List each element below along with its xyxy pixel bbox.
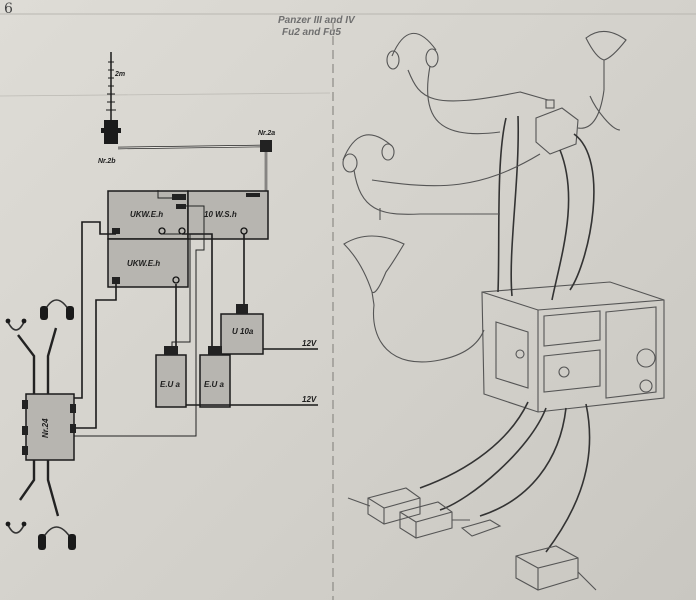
headphones-lower-icon bbox=[38, 526, 76, 550]
headphones-sketch-2-icon bbox=[342, 134, 395, 173]
throat-mic-lower-icon bbox=[7, 524, 25, 534]
transmitter-box bbox=[187, 190, 269, 240]
junction-box-sockets bbox=[22, 400, 76, 455]
plug-sketch bbox=[460, 519, 502, 537]
header-line-2: Fu2 and Fu5 bbox=[282, 27, 341, 38]
receiver-top-label: UKW.E.h bbox=[130, 210, 163, 219]
page-number: 6 bbox=[4, 1, 13, 17]
junction-box bbox=[25, 393, 75, 461]
radio-rack-sketch bbox=[481, 281, 665, 413]
converter-label: U 10a bbox=[232, 327, 254, 336]
receiver-bottom-label: UKW.E.h bbox=[127, 259, 160, 268]
power-unit-1-label: E.U a bbox=[160, 380, 181, 389]
headset-cords bbox=[17, 327, 60, 517]
throat-mic-sketch-2-icon bbox=[343, 235, 405, 306]
headphones-upper-icon bbox=[40, 299, 74, 320]
antenna-connector bbox=[260, 140, 272, 152]
junction-box-sketch bbox=[535, 99, 579, 155]
transmitter-label: 10 W.S.h bbox=[204, 210, 237, 219]
headphones-sketch-icon bbox=[386, 32, 439, 70]
thin-cords-sketch bbox=[353, 65, 621, 363]
lead-wires-sketch bbox=[347, 497, 597, 591]
receiver-bottom-box bbox=[107, 238, 189, 288]
junction-box-label: Nr.24 bbox=[41, 418, 50, 438]
power-unit-2-label: E.U a bbox=[204, 380, 225, 389]
antenna-connector-label: Nr.2a bbox=[258, 130, 275, 137]
header-line-1: Panzer III and IV bbox=[278, 15, 356, 26]
antenna-height-label: 2m bbox=[114, 71, 125, 78]
power-unit-sketch-1 bbox=[367, 487, 421, 525]
throat-mic-upper-icon bbox=[7, 321, 25, 331]
power-unit-sketch-3 bbox=[515, 545, 579, 591]
antenna-rod bbox=[106, 52, 116, 120]
voltage-lower-label: 12V bbox=[302, 395, 317, 404]
cable-bundle-sketch bbox=[419, 115, 595, 553]
power-unit-sketch-2 bbox=[399, 501, 453, 539]
antenna-base-label: Nr.2b bbox=[98, 158, 116, 165]
voltage-upper-label: 12V bbox=[302, 339, 317, 348]
antenna-base-flange bbox=[101, 128, 121, 133]
throat-mic-sketch-icon bbox=[585, 30, 627, 90]
left-rule bbox=[0, 92, 331, 97]
converter-connector bbox=[236, 304, 248, 314]
interconnect-wires bbox=[74, 190, 213, 437]
